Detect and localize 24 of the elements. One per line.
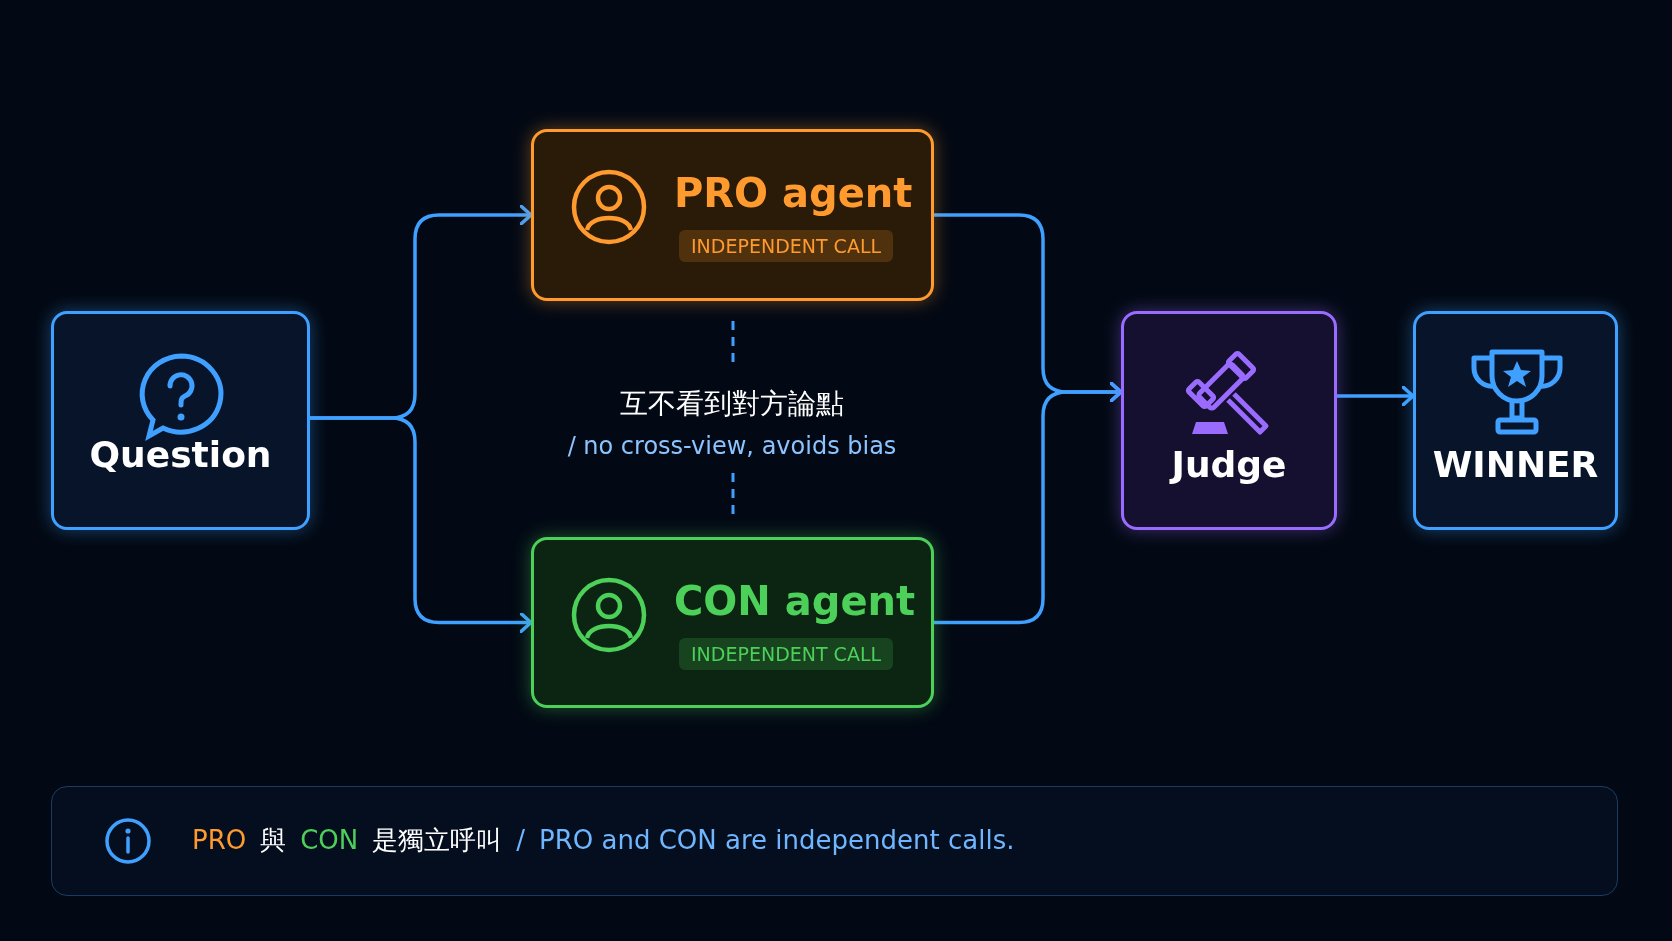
agent-title: CON agent (674, 578, 916, 624)
box-title: Judge (1168, 444, 1288, 485)
note-text: PRO and CON are independent calls. (539, 825, 1015, 855)
arrow (1337, 385, 1415, 407)
note-text: PRO (192, 825, 247, 855)
process-box (1413, 311, 1618, 530)
note-text: / (516, 825, 526, 855)
caption-text: 互不看到對方論點 (619, 386, 845, 422)
arrow (934, 381, 1123, 625)
note-text: 是獨立呼叫 (372, 825, 503, 855)
box-title: Question (88, 434, 273, 475)
agent-title: PRO agent (674, 170, 913, 216)
process-box (51, 311, 310, 530)
agent-box (531, 129, 934, 301)
arrow (310, 416, 533, 634)
caption-text: / no cross-view, avoids bias (566, 432, 898, 460)
note-text: 與 (260, 825, 287, 855)
agent-box (531, 537, 934, 708)
status-badge: INDEPENDENT CALL (679, 230, 894, 262)
status-badge: INDEPENDENT CALL (679, 638, 894, 670)
note-text: CON (300, 825, 359, 855)
note-panel (51, 786, 1618, 896)
box-title: WINNER (1431, 444, 1600, 485)
process-box (1121, 311, 1337, 530)
